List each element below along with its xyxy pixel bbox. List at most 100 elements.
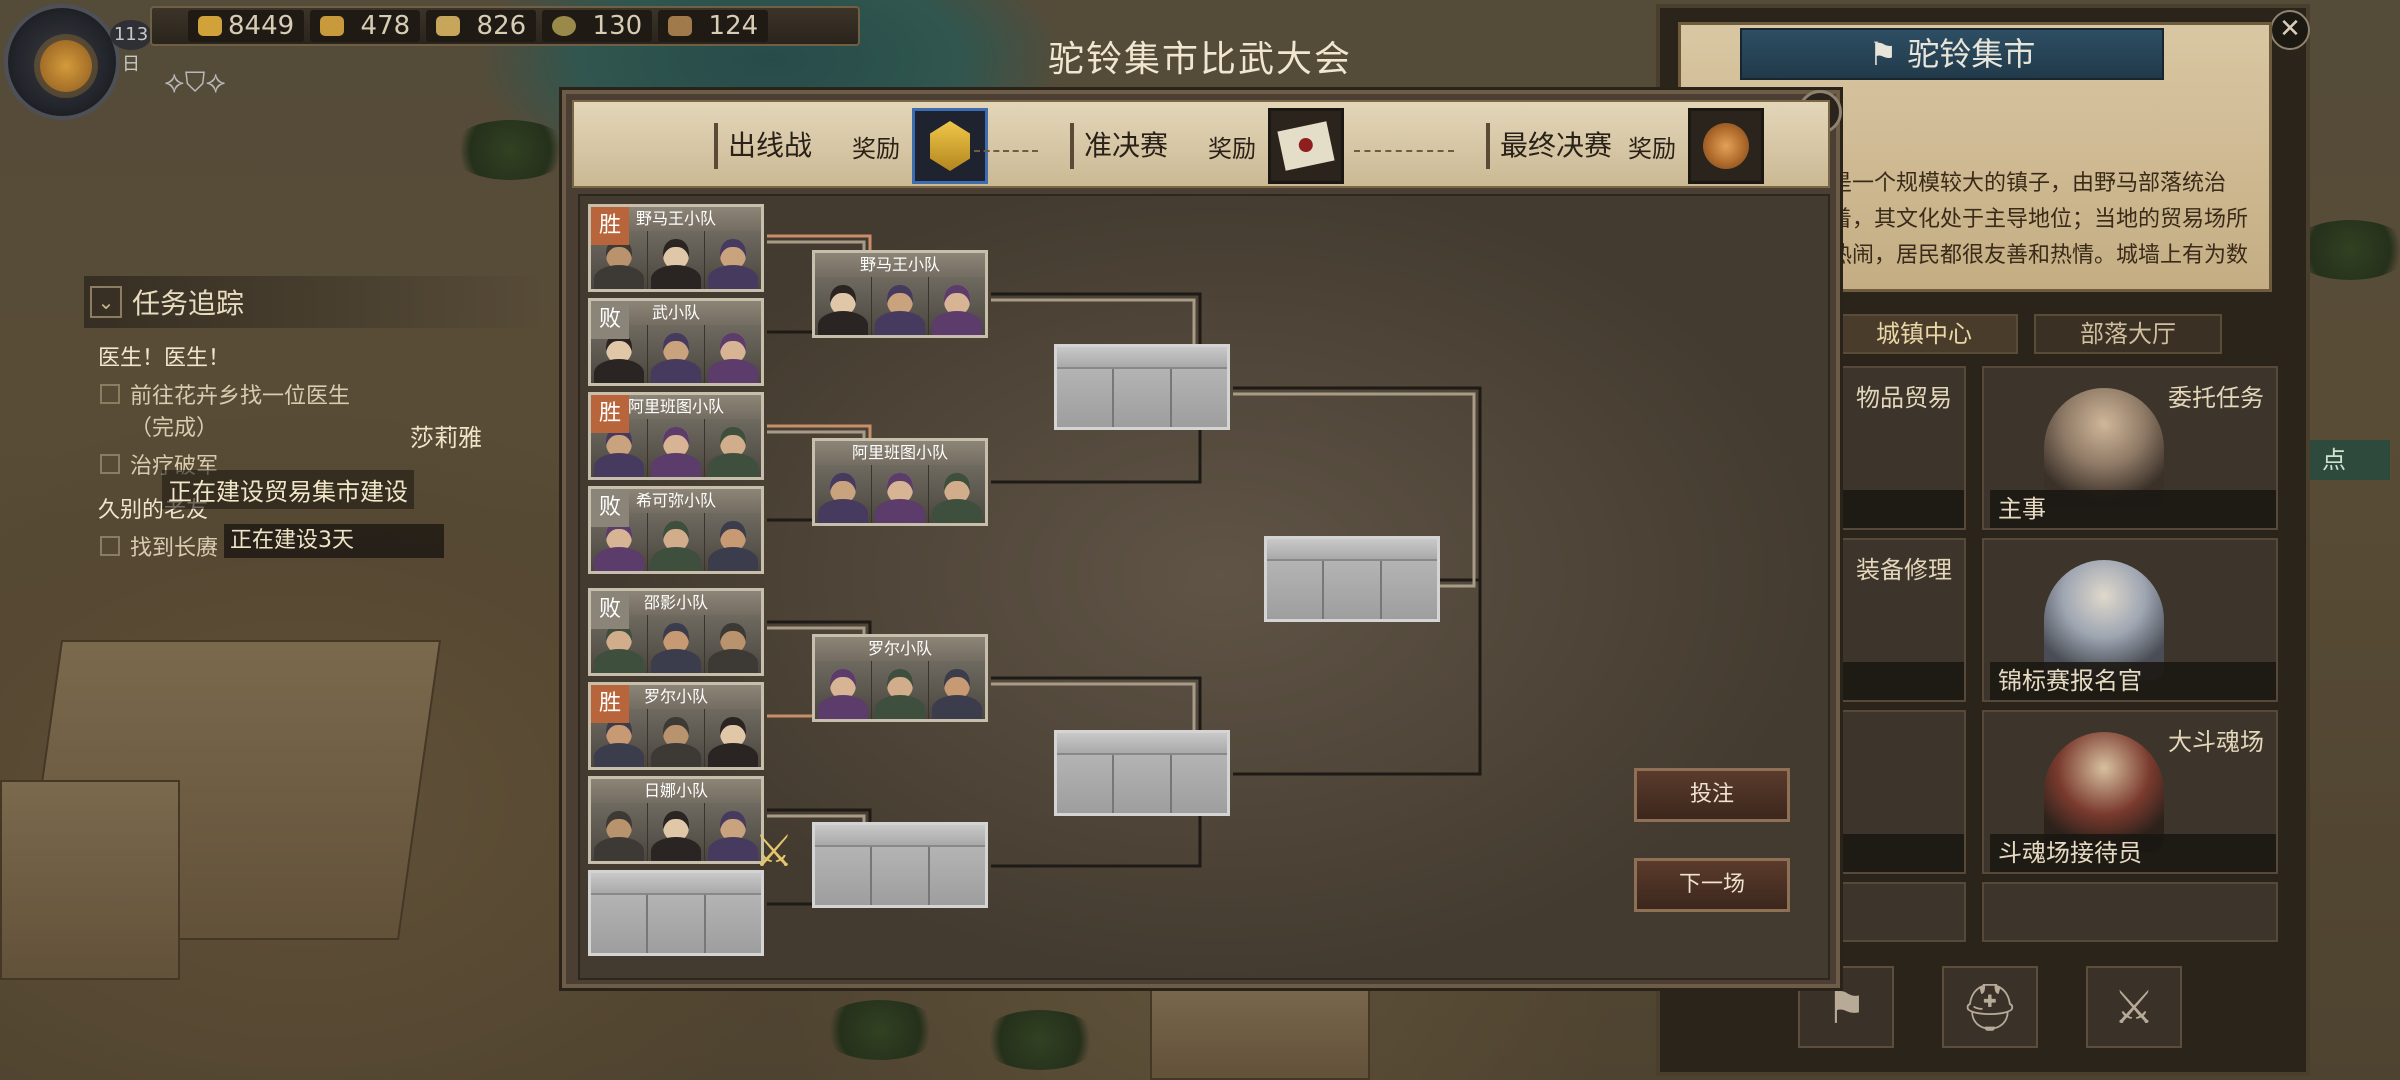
quest-header-label: 任务追踪	[132, 287, 245, 320]
seed-icon	[552, 16, 577, 36]
empty-team-slot	[1054, 344, 1230, 430]
team-card[interactable]: 罗尔小队	[812, 634, 988, 722]
day-night-dial[interactable]	[4, 4, 120, 120]
resource-value: 124	[708, 11, 759, 41]
service-label: 委托任务	[2168, 384, 2264, 412]
team-portraits	[591, 513, 761, 571]
quest-category[interactable]: 医生！医生！	[98, 346, 231, 371]
service-item-repair[interactable]: 装备修理	[1830, 538, 1966, 702]
service-label: 装备修理	[1856, 556, 1952, 584]
resource-value: 826	[476, 11, 527, 41]
service-npc-name: 锦标赛报名官	[1990, 662, 2276, 700]
close-icon[interactable]: ✕	[2270, 10, 2310, 50]
team-card[interactable]: 阿里班图小队	[812, 438, 988, 526]
service-item-commission[interactable]: 委托任务主事	[1982, 366, 2278, 530]
crossed-swords-icon[interactable]: ⚔	[754, 826, 794, 877]
town-title: 驼铃集市	[1907, 35, 2036, 73]
member-portrait	[648, 709, 705, 767]
resource-meat: 124	[658, 10, 769, 42]
team-card[interactable]: 败 武小队	[588, 298, 764, 386]
stage-divider	[1354, 150, 1454, 152]
member-portrait	[815, 661, 872, 719]
flag-icon: ⚑	[1868, 35, 1908, 73]
quest-header[interactable]: ⌄ 任务追踪	[84, 276, 544, 328]
member-portrait	[872, 661, 929, 719]
stage-divider	[974, 150, 1038, 152]
win-badge: 胜	[591, 685, 629, 723]
member-portrait	[705, 615, 761, 673]
member-portrait	[705, 419, 761, 477]
team-card[interactable]: 胜 野马王小队	[588, 204, 764, 292]
side-label[interactable]: 点	[2310, 440, 2390, 480]
helmet-icon[interactable]: ⛑	[1942, 966, 2038, 1048]
tab-town-center[interactable]: 城镇中心	[1830, 314, 2018, 354]
member-portrait	[648, 615, 705, 673]
chevron-down-icon[interactable]: ⌄	[90, 286, 122, 318]
member-portrait	[705, 803, 761, 861]
quest-item[interactable]: 前往花卉乡找一位医生（完成）	[100, 378, 544, 442]
member-portrait	[872, 277, 929, 335]
wheat-icon	[436, 16, 461, 36]
team-card[interactable]: 日娜小队	[588, 776, 764, 864]
team-portraits	[815, 661, 985, 719]
service-item-tournament[interactable]: 锦标赛报名官	[1982, 538, 2278, 702]
lose-badge: 败	[591, 301, 629, 339]
tab-tribe-hall[interactable]: 部落大厅	[2034, 314, 2222, 354]
stage-final: 最终决赛 奖励	[1486, 108, 1765, 184]
palm-tree	[820, 1000, 940, 1060]
next-match-button[interactable]: 下一场	[1634, 858, 1790, 912]
stage-qualifier: 出线战 奖励	[714, 108, 989, 184]
empty-team-slot	[812, 822, 988, 908]
scroll-map-icon[interactable]	[1268, 108, 1345, 184]
win-badge: 胜	[591, 207, 629, 245]
resource-wheat: 826	[426, 10, 537, 42]
building	[1150, 980, 1370, 1080]
member-portrait	[648, 513, 705, 571]
member-portrait	[929, 661, 985, 719]
team-portraits	[591, 709, 761, 767]
quest-item[interactable]: 找到长赓	[100, 530, 544, 562]
npc-portrait	[2044, 388, 2164, 508]
dialog-title: 驼铃集市比武大会	[1047, 39, 1352, 80]
bracket-board: 胜 野马王小队 败 武小队 胜 阿里班图小队 败 希可弥小队 败 邵影小队 胜 …	[578, 194, 1830, 980]
service-item[interactable]	[1830, 710, 1966, 874]
member-portrait	[591, 803, 648, 861]
team-card[interactable]: 败 邵影小队	[588, 588, 764, 676]
checkbox[interactable]	[100, 454, 120, 474]
town-title-banner: ⚑ 驼铃集市	[1740, 28, 2164, 80]
resource-seed: 130	[542, 10, 653, 42]
team-card[interactable]: 败 希可弥小队	[588, 486, 764, 574]
checkbox[interactable]	[100, 384, 120, 404]
resource-value: 8449	[228, 11, 295, 41]
empty-team-slot	[1054, 730, 1230, 816]
team-portraits	[815, 465, 985, 523]
team-name: 阿里班图小队	[815, 441, 985, 465]
palm-tree	[450, 120, 570, 180]
bet-button[interactable]: 投注	[1634, 768, 1790, 822]
flag-icon[interactable]: ⚑	[1798, 966, 1894, 1048]
gold-token-icon[interactable]	[912, 108, 989, 184]
reward-label: 奖励	[852, 134, 901, 163]
service-item[interactable]	[1830, 882, 1966, 942]
team-card[interactable]: 胜 罗尔小队	[588, 682, 764, 770]
service-label: 大斗魂场	[2168, 728, 2264, 756]
team-card[interactable]: 野马王小队	[812, 250, 988, 338]
shield-icon[interactable]: ⟡⛉⟡	[164, 65, 226, 100]
service-item-trade[interactable]: 物品贸易	[1830, 366, 1966, 530]
team-portraits	[591, 231, 761, 289]
service-item-arena[interactable]: 大斗魂场斗魂场接待员	[1982, 710, 2278, 874]
service-item[interactable]	[1982, 882, 2278, 942]
member-portrait	[705, 709, 761, 767]
npc-name-label[interactable]: 莎莉雅	[410, 424, 482, 452]
trophy-axes-icon[interactable]	[1688, 108, 1765, 184]
crossed-swords-icon[interactable]: ⚔	[2086, 966, 2182, 1048]
resource-value: 130	[592, 11, 643, 41]
team-portraits	[815, 277, 985, 335]
member-portrait	[929, 465, 985, 523]
team-card[interactable]: 胜 阿里班图小队	[588, 392, 764, 480]
gold-bar-icon	[320, 16, 345, 36]
member-portrait	[815, 465, 872, 523]
checkbox[interactable]	[100, 536, 120, 556]
team-portraits	[591, 803, 761, 861]
team-name: 日娜小队	[591, 779, 761, 803]
